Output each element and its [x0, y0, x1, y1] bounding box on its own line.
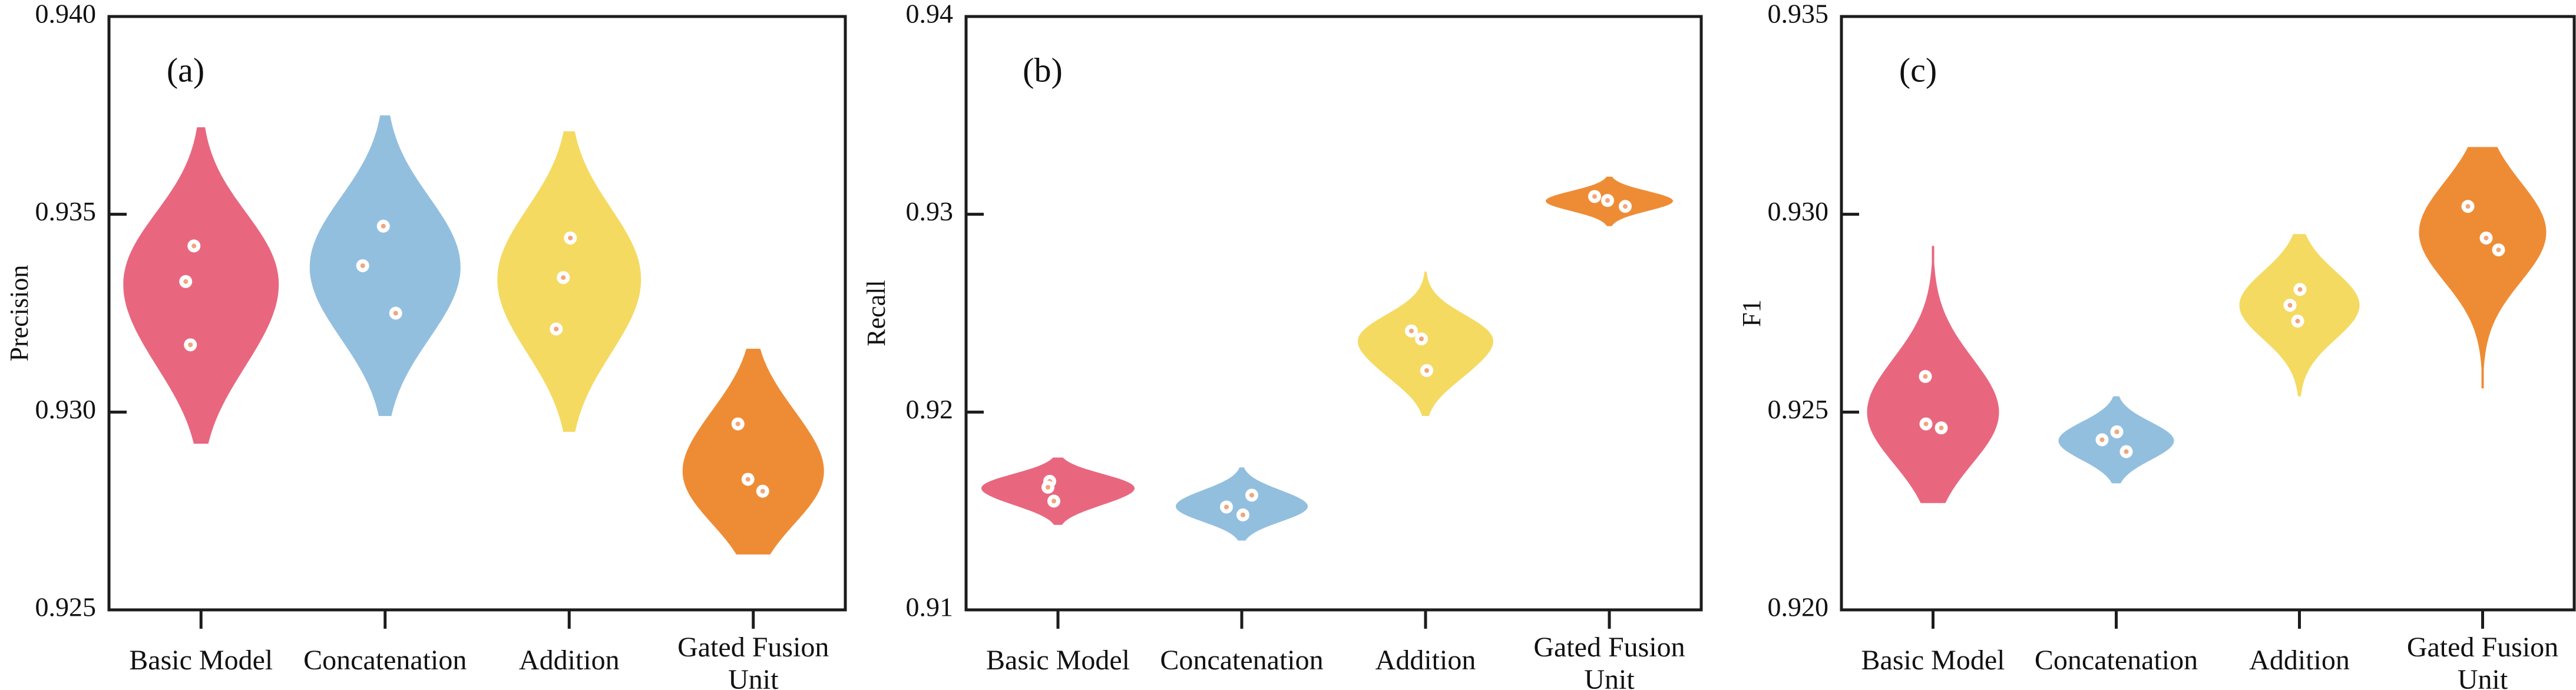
- x-category-label: Basic Model: [986, 645, 1130, 676]
- data-point-center: [2297, 287, 2303, 292]
- violin-gated-fusion-unit: [682, 348, 824, 554]
- data-point-center: [2484, 235, 2489, 240]
- y-tick-label: 0.91: [906, 592, 954, 622]
- x-category-label: Concatenation: [1160, 645, 1323, 676]
- y-axis-label: Recall: [862, 280, 891, 346]
- y-tick-label: 0.93: [906, 196, 954, 226]
- y-tick-label: 0.940: [35, 0, 97, 29]
- data-point-center: [1623, 204, 1628, 209]
- x-category-label: Unit: [2458, 664, 2508, 690]
- x-category-label: Gated Fusion: [677, 632, 829, 663]
- data-point-center: [554, 326, 559, 332]
- data-point-center: [1241, 512, 1245, 517]
- data-point-center: [393, 311, 398, 316]
- data-point-center: [1224, 504, 1229, 510]
- data-point-center: [760, 488, 765, 494]
- y-tick-label: 0.930: [1768, 196, 1829, 226]
- y-axis-label: Precision: [5, 265, 34, 362]
- data-point-center: [1592, 194, 1597, 199]
- violin-basic-model: [981, 457, 1135, 525]
- violin-concatenation: [309, 115, 461, 417]
- x-category-label: Unit: [728, 664, 779, 690]
- y-tick-label: 0.94: [906, 0, 954, 29]
- data-point-center: [2465, 204, 2471, 209]
- data-point-center: [381, 223, 386, 229]
- y-tick-label: 0.935: [1768, 0, 1829, 29]
- data-point-center: [1419, 336, 1424, 342]
- axis-frame: [964, 15, 1703, 612]
- violin-addition: [497, 131, 641, 432]
- x-category-label: Concatenation: [303, 645, 467, 676]
- data-point-center: [1605, 198, 1610, 203]
- data-point-center: [2114, 429, 2119, 434]
- violin-gated-fusion-unit: [2419, 147, 2547, 389]
- violin-basic-model: [1867, 246, 1999, 503]
- y-axis-label: F1: [1737, 299, 1766, 326]
- violin-concatenation: [2058, 396, 2174, 484]
- x-category-label: Basic Model: [1861, 645, 2005, 676]
- x-category-label: Gated Fusion: [2407, 632, 2558, 663]
- data-point-center: [183, 279, 189, 284]
- x-category-label: Addition: [2249, 645, 2350, 676]
- violin-concatenation: [1176, 467, 1308, 541]
- x-category-label: Addition: [519, 645, 620, 676]
- data-point-center: [1249, 493, 1254, 498]
- y-tick-label: 0.92: [906, 394, 954, 424]
- data-point-center: [188, 342, 193, 348]
- y-tick-label: 0.935: [35, 196, 97, 226]
- data-point-center: [2295, 318, 2300, 323]
- y-tick-label: 0.920: [1768, 592, 1829, 622]
- data-point-center: [1051, 498, 1056, 504]
- y-tick-label: 0.925: [1768, 394, 1829, 424]
- data-point-center: [1923, 374, 1928, 379]
- data-point-center: [1424, 368, 1429, 373]
- data-point-center: [1409, 328, 1414, 334]
- data-point-center: [2287, 303, 2293, 308]
- data-point-center: [745, 477, 750, 482]
- data-point-center: [1923, 421, 1929, 427]
- data-point-center: [561, 275, 566, 280]
- x-category-label: Addition: [1375, 645, 1476, 676]
- violin-basic-model: [123, 127, 279, 444]
- y-tick-label: 0.925: [35, 592, 97, 622]
- panel-letter: (c): [1899, 51, 1937, 89]
- y-tick-label: 0.930: [35, 394, 97, 424]
- x-category-label: Unit: [1584, 664, 1635, 690]
- data-point-center: [2496, 247, 2501, 253]
- data-point-center: [568, 235, 573, 240]
- data-point-center: [2124, 449, 2129, 454]
- data-point-center: [735, 421, 740, 427]
- x-category-label: Concatenation: [2035, 645, 2198, 676]
- panel-letter: (a): [167, 51, 204, 89]
- axis-frame: [107, 15, 847, 612]
- data-point-center: [1939, 425, 1944, 431]
- x-category-label: Gated Fusion: [1533, 632, 1685, 663]
- data-point-center: [2099, 437, 2105, 443]
- panel-letter: (b): [1023, 51, 1063, 89]
- axis-frame: [1840, 15, 2576, 612]
- data-point-center: [1046, 484, 1050, 490]
- x-category-label: Basic Model: [129, 645, 273, 676]
- data-point-center: [191, 243, 197, 249]
- data-point-center: [360, 263, 365, 268]
